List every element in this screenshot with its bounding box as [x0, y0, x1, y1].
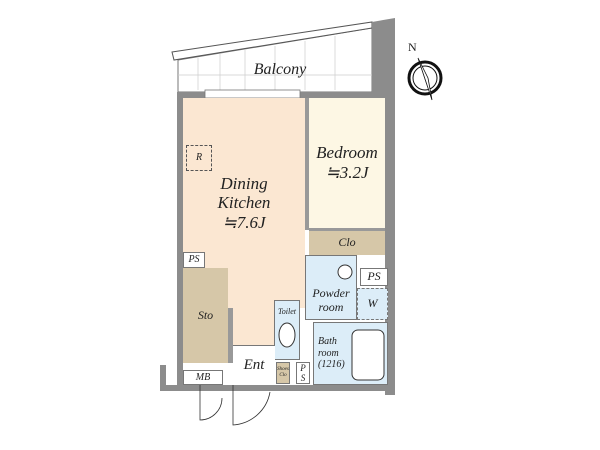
bath-room: Bath room (1216) — [313, 322, 388, 385]
closet-label: Clo — [338, 235, 356, 250]
shoe-closet-label-2: Clo — [279, 373, 287, 378]
bath-room-label-2: room — [318, 347, 339, 359]
compass-icon — [407, 57, 443, 101]
meter-box-label: MB — [195, 371, 211, 383]
compass-north-label: N — [408, 40, 417, 54]
toilet: Toilet — [274, 300, 300, 360]
bedroom-area: ≒3.2J — [325, 163, 369, 182]
shoe-closet: Shoes Clo — [276, 362, 290, 384]
refrigerator-label: R — [195, 152, 203, 164]
washer-label: W — [367, 296, 378, 311]
bedroom: Bedroom ≒3.2J — [309, 98, 385, 228]
ps-kitchen-label: PS — [188, 254, 200, 266]
bath-room-size: (1216) — [318, 359, 345, 371]
entrance: Ent — [233, 345, 275, 385]
ps-powder: PS — [360, 268, 388, 286]
dining-kitchen-label-2: Kitchen — [217, 193, 271, 213]
bath-room-label-1: Bath — [318, 336, 337, 348]
powder-room: Powder room — [305, 255, 357, 320]
meter-box: MB — [183, 370, 223, 385]
bedroom-label: Bedroom — [316, 143, 378, 163]
ps-entrance: P S — [296, 362, 310, 384]
dining-kitchen-label-1: Dining — [220, 173, 268, 193]
toilet-label: Toilet — [278, 307, 296, 316]
powder-room-label-2: room — [318, 300, 344, 315]
exterior-wall — [372, 18, 395, 395]
entrance-label: Ent — [243, 356, 265, 373]
balcony: Balcony — [230, 55, 330, 85]
dining-kitchen-area: ≒7.6J — [222, 212, 266, 232]
storage-label: Sto — [197, 307, 214, 322]
shoe-closet-label-1: Shoes — [277, 367, 289, 373]
ps-entrance-label-1: P — [300, 362, 306, 373]
storage: Sto — [183, 268, 228, 363]
closet: Clo — [309, 228, 385, 255]
ps-kitchen: PS — [183, 252, 205, 268]
powder-room-label-1: Powder — [312, 286, 350, 301]
balcony-label: Balcony — [253, 60, 307, 78]
refrigerator-space: R — [186, 145, 212, 171]
washer-space: W — [357, 288, 388, 320]
ps-entrance-label-2: S — [300, 373, 306, 383]
ps-powder-label: PS — [367, 269, 381, 284]
